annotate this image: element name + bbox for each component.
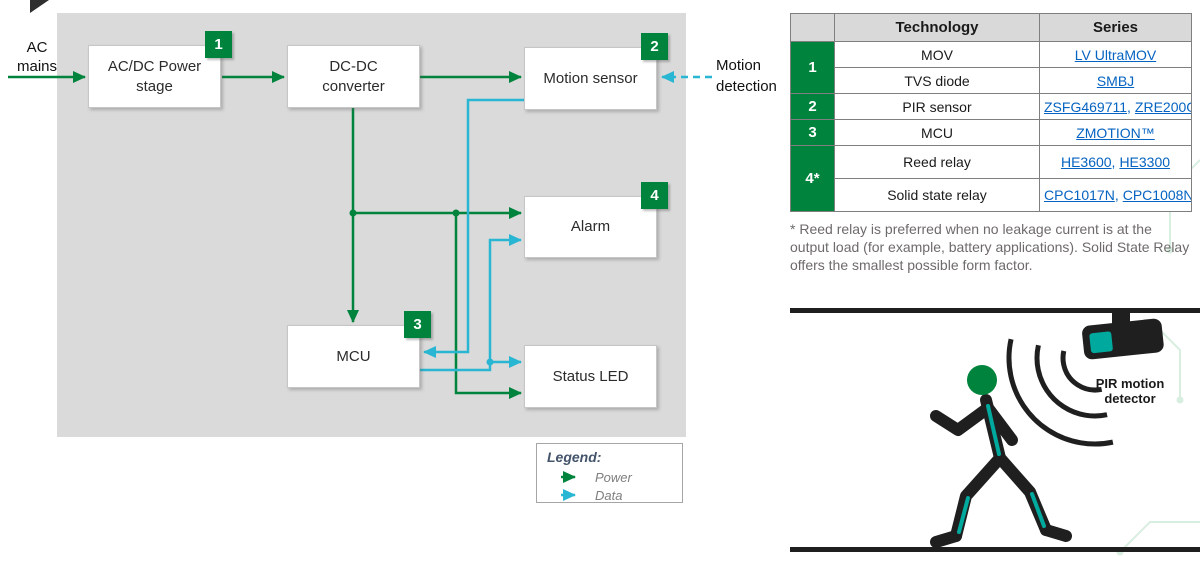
badge-2: 2 <box>641 33 668 60</box>
ceiling-line <box>790 308 1200 313</box>
walking-person-icon <box>930 365 1072 548</box>
legend-box: Legend: Power Data <box>536 443 683 503</box>
block-label: AC/DC Power stage <box>107 58 202 95</box>
table-row-tvs-diode: TVS diode SMBJ <box>791 67 1192 94</box>
legend-data-label: Data <box>595 487 623 503</box>
series-link-zmotion[interactable]: ZMOTION™ <box>1076 124 1155 141</box>
table-row-reed-relay: 4* Reed relay HE3600,HE3300 <box>790 145 1192 212</box>
series-cell: ZSFG469711,ZRE200GE <box>1039 93 1192 120</box>
pir-detector-label: PIR motion detector <box>1095 376 1165 406</box>
series-cell: ZMOTION™ <box>1039 119 1192 146</box>
table-row-mov: 1 MOV LV UltraMOV <box>790 41 1192 94</box>
block-alarm: 4 Alarm <box>524 182 668 258</box>
motion-detection-label: Motion detection <box>716 57 777 95</box>
tech-cell: Reed relay <box>834 145 1040 179</box>
series-link-he3600[interactable]: HE3600 <box>1060 154 1112 170</box>
group-badge-4: 4* <box>790 145 835 212</box>
tech-cell: MCU <box>834 119 1040 146</box>
legend-title: Legend: <box>547 449 602 465</box>
power-arrow-icon <box>561 471 576 483</box>
data-arrow-icon <box>561 489 576 501</box>
group-badge-1: 1 <box>790 41 835 94</box>
series-cell: LV UltraMOV <box>1039 41 1192 68</box>
badge-3: 3 <box>404 311 431 338</box>
pir-illustration-art <box>790 300 1200 556</box>
block-label: DC-DC converter <box>322 58 385 95</box>
block-label: Alarm <box>570 218 611 236</box>
series-link-he3300[interactable]: HE3300 <box>1119 154 1171 170</box>
legend-power-row: Power <box>559 468 682 486</box>
block-label: Status LED <box>552 367 629 385</box>
ac-mains-label: AC mains <box>16 39 57 75</box>
table-row-mcu: 3 MCU ZMOTION™ <box>790 119 1192 146</box>
legend-data-row: Data <box>559 486 682 504</box>
block-label: Motion sensor <box>543 69 638 87</box>
badge-1: 1 <box>205 31 232 58</box>
table-header-row: Technology Series <box>790 13 1192 42</box>
group-badge-2: 2 <box>790 93 835 120</box>
table-row-solid-state-relay: Solid state relay CPC1017N,CPC1008N <box>791 178 1192 212</box>
floor-line <box>790 547 1200 552</box>
pir-detector-icon <box>1082 313 1164 360</box>
block-mcu: 3 MCU <box>287 311 431 388</box>
tech-cell: Solid state relay <box>834 178 1040 212</box>
link-separator: , <box>1111 154 1116 170</box>
series-cell: CPC1017N,CPC1008N <box>1039 178 1192 212</box>
block-dcdc-converter: DC-DC converter <box>287 45 420 108</box>
table-corner-cell <box>790 13 835 42</box>
series-link-zsfg469711[interactable]: ZSFG469711 <box>1044 98 1128 115</box>
link-separator: , <box>1114 187 1119 203</box>
col-header-technology: Technology <box>834 13 1040 42</box>
series-link-smbj[interactable]: SMBJ <box>1096 72 1135 89</box>
block-acdc-power-stage: 1 AC/DC Power stage <box>88 31 232 108</box>
table-footnote: * Reed relay is preferred when no leakag… <box>790 221 1190 273</box>
col-header-series: Series <box>1039 13 1192 42</box>
circuit-trace-nodes <box>1116 396 1184 556</box>
block-status-led: Status LED <box>524 345 657 408</box>
corner-decoration <box>30 0 49 13</box>
group-badge-3: 3 <box>790 119 835 146</box>
pir-illustration: PIR motion detector <box>790 300 1200 562</box>
block-label: MCU <box>336 347 371 365</box>
series-link-zre200ge[interactable]: ZRE200GE <box>1134 98 1191 115</box>
series-cell: HE3600,HE3300 <box>1039 145 1192 179</box>
series-cell: SMBJ <box>1039 67 1192 94</box>
badge-4: 4 <box>641 182 668 209</box>
tech-cell: MOV <box>834 41 1040 68</box>
parts-table: Technology Series 1 MOV LV UltraMOV TVS … <box>790 13 1192 212</box>
series-link-cpc1008n[interactable]: CPC1008N <box>1122 187 1192 203</box>
legend-power-label: Power <box>595 469 632 485</box>
table-row-pir-sensor: 2 PIR sensor ZSFG469711,ZRE200GE <box>790 93 1192 120</box>
series-link-cpc1017n[interactable]: CPC1017N <box>1044 187 1115 203</box>
tech-cell: PIR sensor <box>834 93 1040 120</box>
block-motion-sensor: 2 Motion sensor <box>524 33 668 110</box>
series-link-lv-ultramov[interactable]: LV UltraMOV <box>1074 46 1157 63</box>
link-separator: , <box>1127 98 1131 115</box>
tech-cell: TVS diode <box>834 67 1040 94</box>
